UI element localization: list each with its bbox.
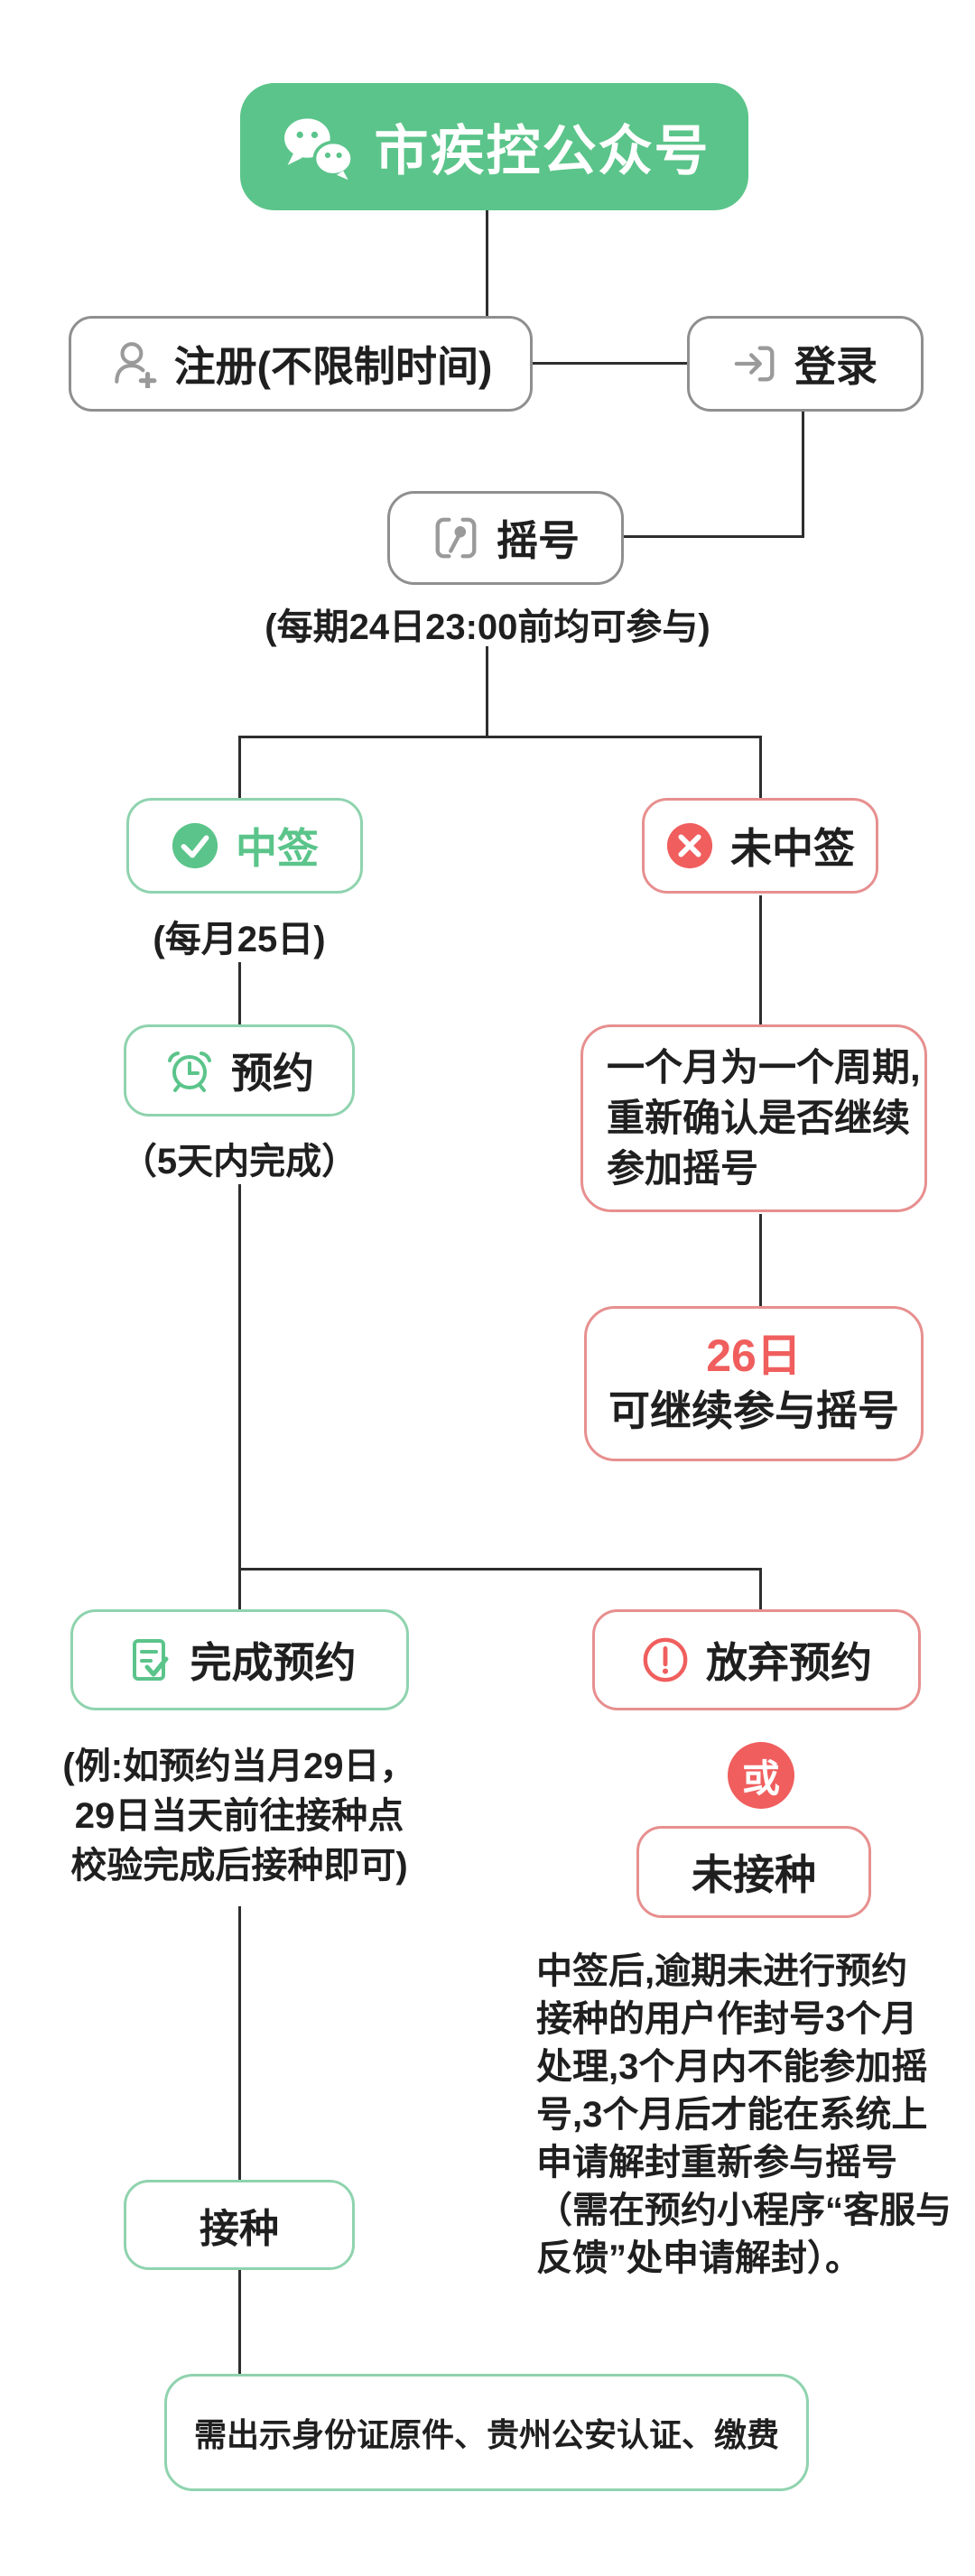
connector-branch-abandon [759,1568,762,1611]
connector-branch-win [238,736,241,799]
node-login: 登录 [687,316,924,412]
node-win: 中签 [126,798,363,894]
day26-date: 26日 [706,1330,802,1381]
day26-label: 可继续参与摇号 [608,1386,899,1434]
connector-register-login [533,362,687,365]
branch-line-top [238,736,762,738]
lottery-pin-icon [435,517,477,559]
node-vaccinate: 接种 [124,2180,355,2270]
node-lose: 未中签 [642,798,878,894]
login-arrow-icon [734,346,775,382]
win-caption: (每月25日) [153,920,326,959]
connector-lottery-branch [486,646,488,737]
exclamation-circle-icon [643,1637,688,1682]
connector-lose-cycle [759,895,762,1025]
header-label: 市疾控公众号 [374,121,710,181]
connector-login-down [802,412,804,538]
user-plus-icon [114,342,157,388]
connector-header-register [486,210,488,318]
connector-vaccinate-requirement [238,2270,241,2376]
lottery-label: 摇号 [497,517,580,564]
node-reserve: 预约 [124,1024,355,1117]
register-label: 注册(不限制时间) [173,343,493,390]
node-register: 注册(不限制时间) [69,316,533,412]
connector-reserve-branch2 [238,1184,241,1571]
branch-line-bottom [238,1568,762,1571]
connector-elbow-lottery [624,535,804,538]
connector-complete-vaccinate [238,1906,241,2182]
doc-check-icon [132,1639,168,1681]
reserve-label: 预约 [231,1050,314,1097]
node-cycle-note: 一个月为一个周期, 重新确认是否继续 参加摇号 [580,1024,927,1212]
node-not-vaccinated: 未接种 [636,1826,871,1918]
alarm-clock-icon [168,1052,211,1092]
abandon-label: 放弃预约 [706,1639,872,1686]
reserve-caption: （5天内完成） [120,1142,358,1181]
login-label: 登录 [794,343,878,390]
node-day26: 26日 可继续参与摇号 [584,1306,924,1461]
x-circle-icon [666,822,713,869]
wechat-icon [283,117,354,180]
node-abandon: 放弃预约 [592,1609,921,1710]
node-requirement: 需出示身份证原件、贵州公安认证、缴费 [164,2374,809,2491]
lottery-caption: (每期24日23:00前均可参与) [265,607,710,647]
node-complete: 完成预约 [70,1609,409,1710]
complete-label: 完成预约 [190,1639,357,1686]
win-label: 中签 [236,825,319,872]
connector-branch-complete [238,1568,241,1611]
complete-caption: (例:如预约当月29日， 29日当天前往接种点 校验完成后接种即可) [62,1747,416,1886]
penalty-note: 中签后,逾期未进行预约 接种的用户作封号3个月 处理,3个月内不能参加摇 号,3… [536,1951,952,2278]
connector-win-reserve [238,962,241,1025]
check-circle-icon [172,822,218,869]
connector-cycle-day26 [759,1214,762,1307]
lose-label: 未中签 [730,825,855,872]
node-official-account: 市疾控公众号 [240,83,748,210]
connector-branch-lose [759,736,762,799]
node-lottery: 摇号 [387,491,624,585]
or-badge: 或 [728,1742,794,1809]
